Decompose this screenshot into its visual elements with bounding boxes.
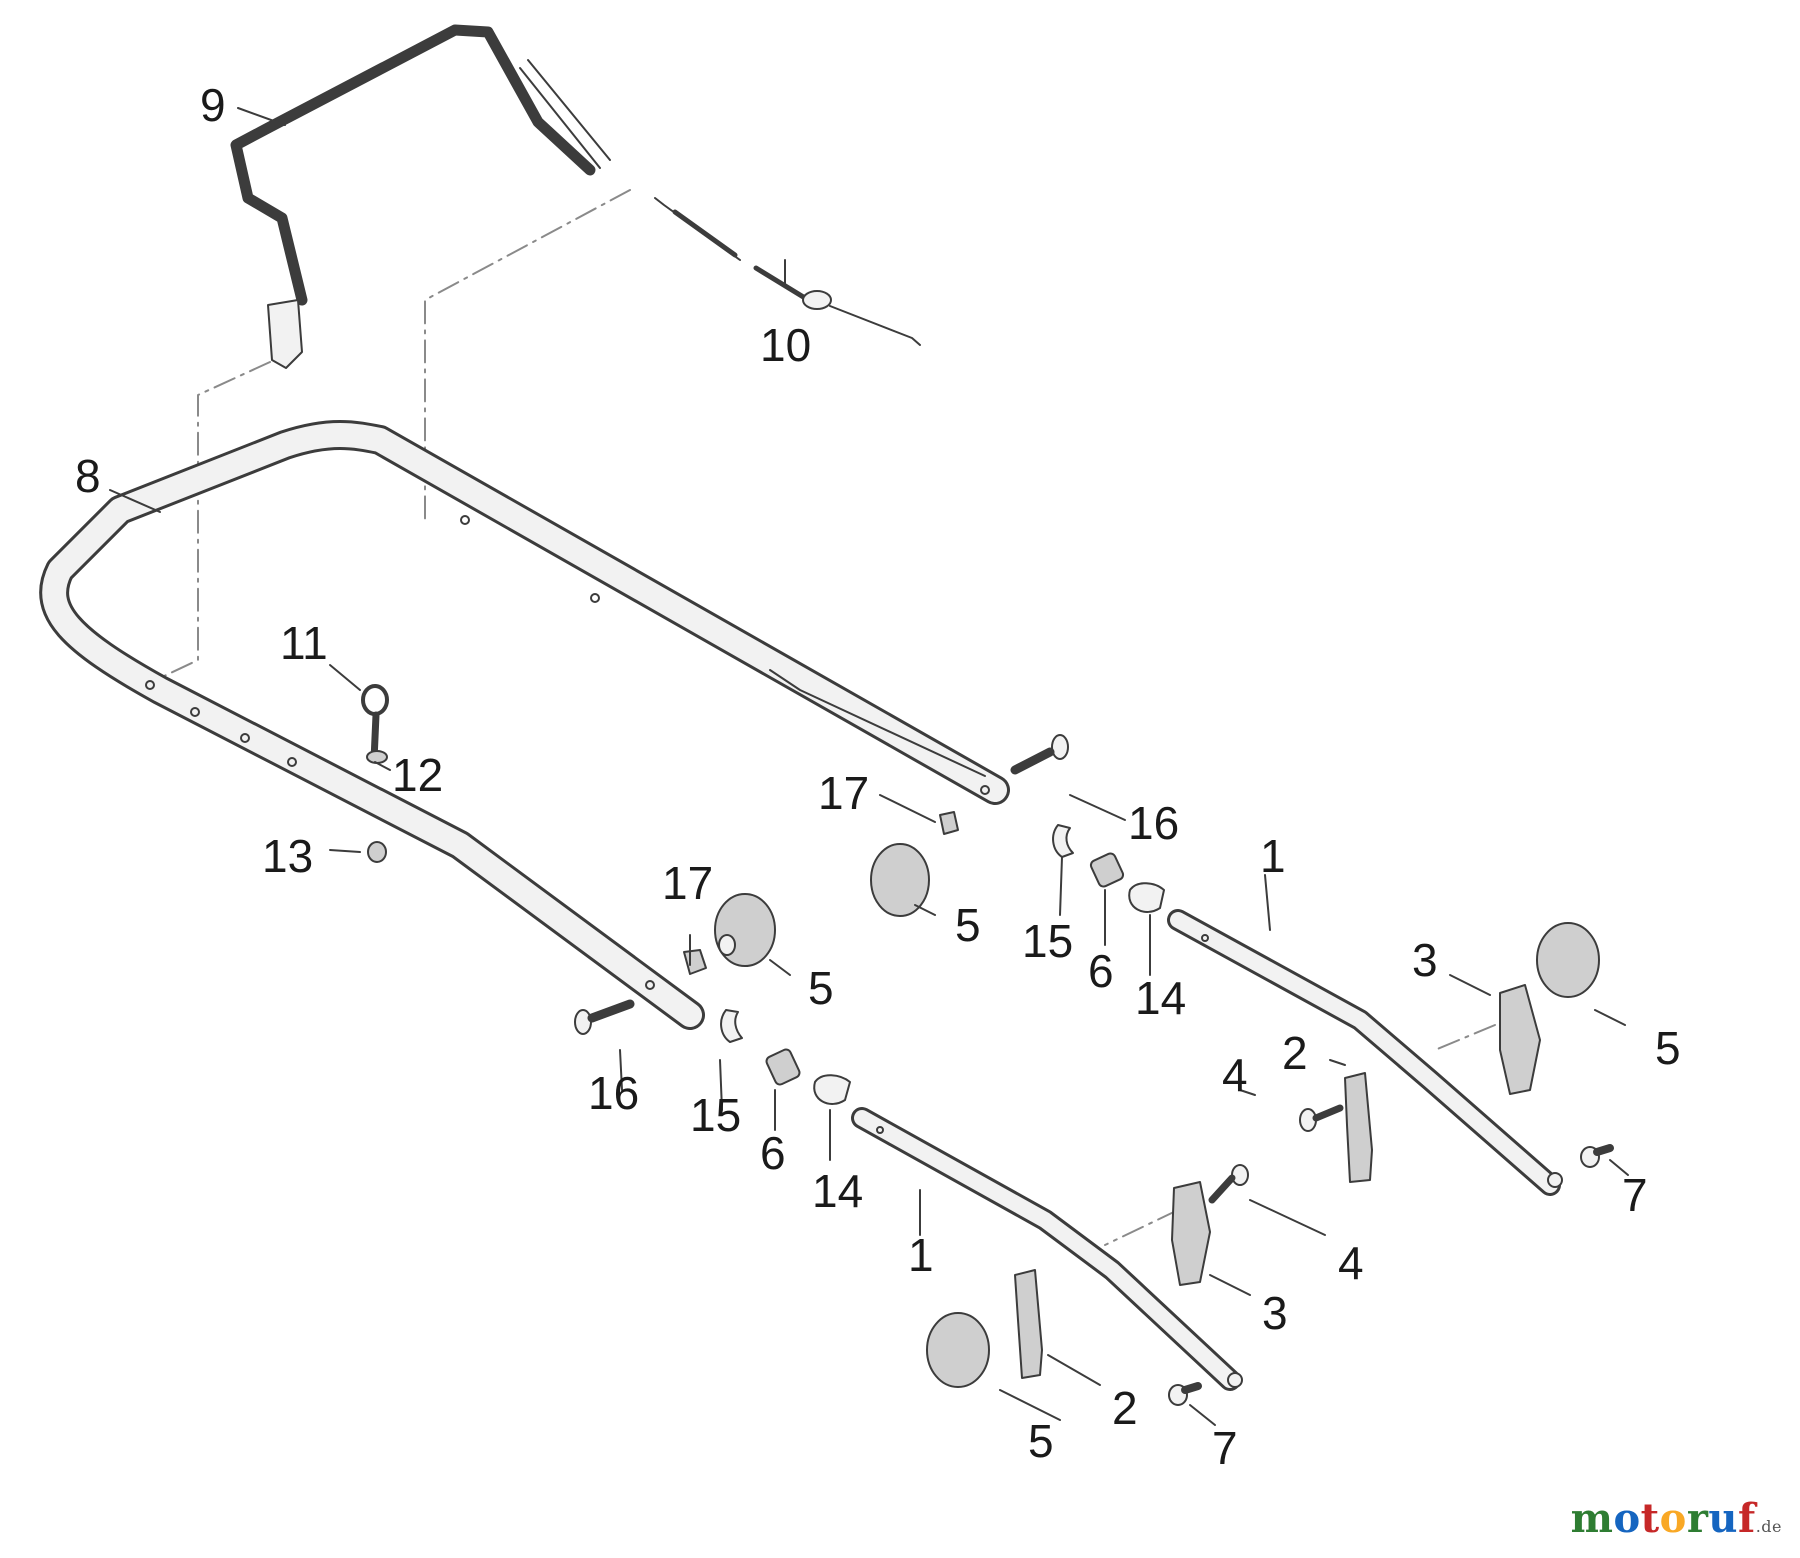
- spacer-15-left: [720, 1009, 743, 1043]
- callout-4-left: 4: [1338, 1237, 1364, 1289]
- nut-13: [367, 841, 387, 863]
- callout-5-rear: 5: [955, 899, 981, 951]
- main-handle-8: [39, 420, 1010, 1030]
- pin-7-left: [1168, 1382, 1202, 1406]
- latch-3-left: [1171, 1181, 1211, 1286]
- callout-5-far-right: 5: [1655, 1022, 1681, 1074]
- spacer-15-rear: [1052, 824, 1074, 858]
- callout-15-rear: 15: [1022, 915, 1074, 967]
- brand-letter: f: [1737, 1495, 1756, 1542]
- clamp-14-left: [813, 1074, 851, 1105]
- callout-16-rear: 16: [1128, 797, 1180, 849]
- callout-1-rear: 1: [1260, 830, 1286, 882]
- callout-2-rear: 2: [1282, 1027, 1308, 1079]
- knob-5-lower-left: [926, 1312, 990, 1388]
- callout-6-left: 6: [760, 1127, 786, 1179]
- brand-wordmark: motoruf: [1571, 1495, 1756, 1542]
- callout-16-left: 16: [588, 1067, 640, 1119]
- clamp-14-rear: [1128, 882, 1165, 913]
- callout-14-left: 14: [812, 1165, 864, 1217]
- callout-1-left: 1: [908, 1229, 934, 1281]
- brand-letter: m: [1570, 1495, 1614, 1542]
- callout-10: 10: [760, 319, 812, 371]
- callout-7-rear: 7: [1622, 1169, 1648, 1221]
- callout-6-rear: 6: [1088, 945, 1114, 997]
- callout-17-rear: 17: [818, 767, 870, 819]
- callout-5-lower-left: 5: [1028, 1415, 1054, 1467]
- brand-letter: t: [1640, 1495, 1660, 1542]
- callout-7-left: 7: [1212, 1422, 1238, 1474]
- upper-bail-9: [230, 24, 611, 369]
- bolt-16-rear: [1010, 734, 1069, 775]
- spring-6-rear: [1089, 852, 1125, 888]
- lower-bar-1-left: [851, 1107, 1243, 1391]
- pin-7-rear: [1580, 1144, 1614, 1168]
- brand-tld: .de: [1755, 1517, 1782, 1536]
- eye-bolt-11: [361, 684, 389, 764]
- callout-13: 13: [262, 830, 314, 882]
- washer-17-rear: [939, 811, 959, 835]
- callout-9: 9: [200, 79, 226, 131]
- callout-14-rear: 14: [1135, 972, 1187, 1024]
- callout-11: 11: [280, 617, 328, 669]
- washer-17-left: [683, 949, 707, 975]
- knob-5-rear: [870, 843, 930, 917]
- callout-17-left: 17: [662, 857, 714, 909]
- bolt-4-left: [1208, 1164, 1249, 1204]
- callout-12: 12: [392, 749, 444, 801]
- lower-bar-1-rear: [1167, 909, 1563, 1196]
- brand-letter: r: [1686, 1495, 1709, 1542]
- bolt-4-rear: [1299, 1104, 1344, 1132]
- callout-3-rear: 3: [1412, 934, 1438, 986]
- knob-5-left: [714, 893, 776, 967]
- bolt-16-left: [574, 999, 635, 1035]
- latch-3-rear: [1499, 984, 1541, 1095]
- spring-6-left: [765, 1048, 801, 1086]
- callout-8: 8: [75, 450, 101, 502]
- bracket-2-left: [1014, 1269, 1043, 1379]
- callout-2-left: 2: [1112, 1382, 1138, 1434]
- callout-5-left: 5: [808, 962, 834, 1014]
- callout-4-rear: 4: [1222, 1049, 1248, 1101]
- brand-logo: motoruf.de: [1571, 1495, 1782, 1542]
- washer-12: [366, 750, 388, 764]
- brand-letter: u: [1708, 1495, 1738, 1542]
- brand-letter: o: [1659, 1495, 1687, 1542]
- bracket-2-rear: [1344, 1072, 1373, 1183]
- control-cable-10: [654, 197, 921, 346]
- callout-3-left: 3: [1262, 1287, 1288, 1339]
- brand-letter: o: [1613, 1495, 1641, 1542]
- knob-5-far-right: [1536, 922, 1600, 998]
- callout-15-left: 15: [690, 1089, 742, 1141]
- leader-lines: [109, 107, 1629, 1426]
